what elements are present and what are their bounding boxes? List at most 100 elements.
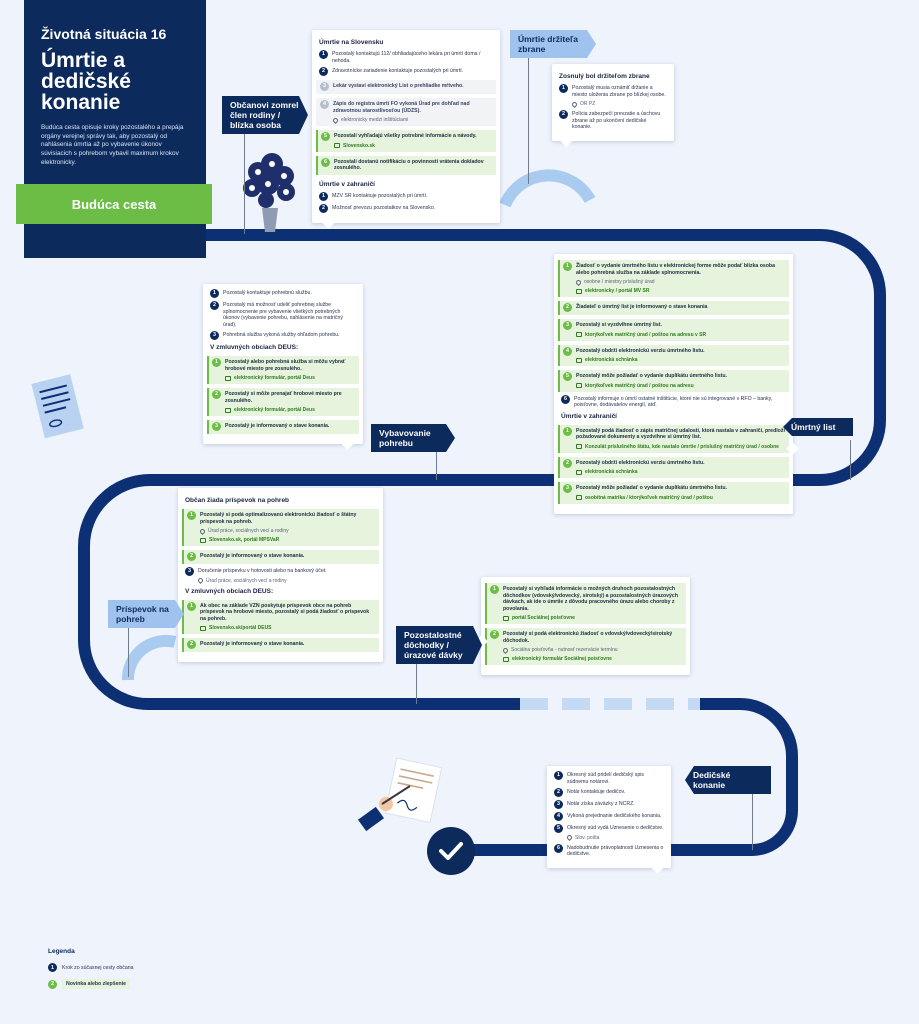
- step-text: Pozostalý podá žiadosť o zápis matričnej…: [576, 427, 785, 441]
- step-channel: Sociálna poisťovňa - nutnosť rezervácie …: [501, 646, 682, 654]
- channel-label: osobne / miestny príslušný úrad: [584, 279, 655, 285]
- step-text: Žiadosť o vydanie úmrtného listu v elekt…: [576, 263, 775, 276]
- step-channel: Slovensko.sk, portál MPSVaR: [200, 537, 375, 543]
- step-channel: osobitná matrika / ktorýkoľvek matričný …: [576, 495, 785, 501]
- device-icon: [576, 469, 582, 475]
- step-number-badge: 2: [563, 303, 572, 312]
- device-icon: [503, 615, 509, 621]
- step-list: 1 Ak obec na základe VZN poskytuje príspe…: [182, 599, 379, 652]
- location-pin-icon: [565, 833, 574, 842]
- step-content: Doručenie príspevku v hotovosti alebo na…: [196, 568, 376, 585]
- step-content: Pohrebná služba vykoná služby ohľadom po…: [223, 332, 356, 339]
- device-icon: [200, 625, 206, 631]
- device-icon: [576, 288, 582, 294]
- pole: [850, 440, 851, 480]
- step-channel: elektronická schránka: [576, 357, 785, 363]
- step-text: Pozostalý je informovaný o stave konania…: [225, 423, 330, 429]
- device-icon: [576, 444, 582, 449]
- step-text: Pozostalí dostanú notifikáciu o povinnos…: [334, 158, 484, 172]
- step-content: Možnosť prevozu pozostatkov na Slovensko…: [332, 205, 493, 212]
- step-content: Pozostalý podá žiadosť o zápis matričnej…: [576, 428, 785, 450]
- channel-label: Slov. pošta: [575, 834, 600, 841]
- step-content: Lekár vystaví elektronický List o prehli…: [333, 83, 492, 90]
- channel-label: elektronicky / portál MV SR: [585, 288, 650, 294]
- step-number-badge: 1: [319, 50, 328, 59]
- step-channel: ktorýkoľvek matričný úrad / poštou na ad…: [576, 383, 785, 389]
- location-pin-icon: [331, 116, 340, 124]
- step-content: Pozostalý je informovaný o stave konania…: [200, 641, 375, 648]
- step-content: Polícia zabezpečí prevzatie a úschovu zb…: [572, 111, 667, 131]
- flag-funeral: Vybavovanie pohrebu: [371, 424, 455, 452]
- step-number-badge: 3: [185, 567, 194, 576]
- step-text: MZV SR kontaktuje pozostalých pri úmrtí.: [332, 192, 428, 199]
- step-content: Pozostalý obdrží elektronickú verziu úmr…: [576, 460, 785, 475]
- step-content: Pozostalý informuje o úmrtí ostatné inšt…: [574, 396, 786, 409]
- flag-inheritance: Dedičské konanie: [685, 766, 771, 794]
- step-content: Notár získa záväzky z NCRZ.: [567, 801, 664, 808]
- step-text: Ak obec na základe VZN poskytuje príspev…: [200, 602, 370, 622]
- step-number-badge: 1: [187, 601, 196, 611]
- step-number-badge: 2: [212, 390, 221, 399]
- checkmark-icon: [439, 842, 463, 860]
- step-content: Pozostalý má možnosť udeliť pohrebnej sl…: [223, 302, 356, 328]
- step-content: Pozostalý si vyzdvihne úmrtný list.ktorý…: [576, 322, 785, 338]
- step-content: Zdravotnícke zariadenie kontaktuje pozos…: [332, 68, 493, 75]
- step-content: Pozostalý je informovaný o stave konania…: [200, 553, 375, 560]
- step-number-badge: 2: [210, 301, 219, 310]
- step-number-badge: 5: [554, 824, 563, 833]
- flag-citizen-died: Občanovi zomrel člen rodiny / blízka oso…: [222, 96, 308, 134]
- page-description: Budúca cesta opisuje kroky pozostalého a…: [41, 124, 184, 166]
- step-content: Žiadateľ o úmrtný list je informovaný o …: [576, 304, 785, 311]
- legend: Legenda 1 Krok zo súčasnej cesty občana …: [48, 948, 134, 996]
- card-heading: V zmluvných obciach DEUS:: [210, 344, 299, 351]
- step-channel: elektronická schránka: [576, 469, 785, 475]
- step-channel: elektronicky medzi inštitúciami: [331, 116, 492, 124]
- step-text: Pozostalý môže požiadať o vydanie duplik…: [576, 373, 727, 379]
- pole: [244, 126, 245, 234]
- step-content: Pozostalý obdrží elektronickú verziu úmr…: [576, 348, 785, 363]
- step-channel: ktorýkoľvek matričný úrad / poštou na ad…: [576, 332, 785, 338]
- legend-title: Legenda: [48, 948, 75, 955]
- situation-number: Životná situácia 16: [41, 26, 167, 42]
- step-number-badge: 1: [210, 289, 219, 298]
- channel-label: osobitná matrika / ktorýkoľvek matričný …: [585, 494, 713, 501]
- step-number-badge: 6: [554, 843, 563, 853]
- channel-label: ktorýkoľvek matričný úrad / poštou na ad…: [585, 382, 694, 389]
- flower-vase-icon: [243, 153, 295, 232]
- journey-step: 6 Nadobudnutie právoplatnosti Uznesenia o…: [554, 843, 664, 858]
- legend-item-new: 2 Novinka alebo zlepšenie: [48, 979, 134, 989]
- step-channel: Úrad práce, sociálnych vecí a rodiny: [196, 576, 376, 585]
- location-pin-icon: [570, 100, 579, 108]
- card-heading: V zmluvných obciach DEUS:: [185, 587, 274, 595]
- pole: [752, 786, 753, 850]
- step-content: Nadobudnutie právoplatnosti Uznesenia o …: [567, 845, 664, 858]
